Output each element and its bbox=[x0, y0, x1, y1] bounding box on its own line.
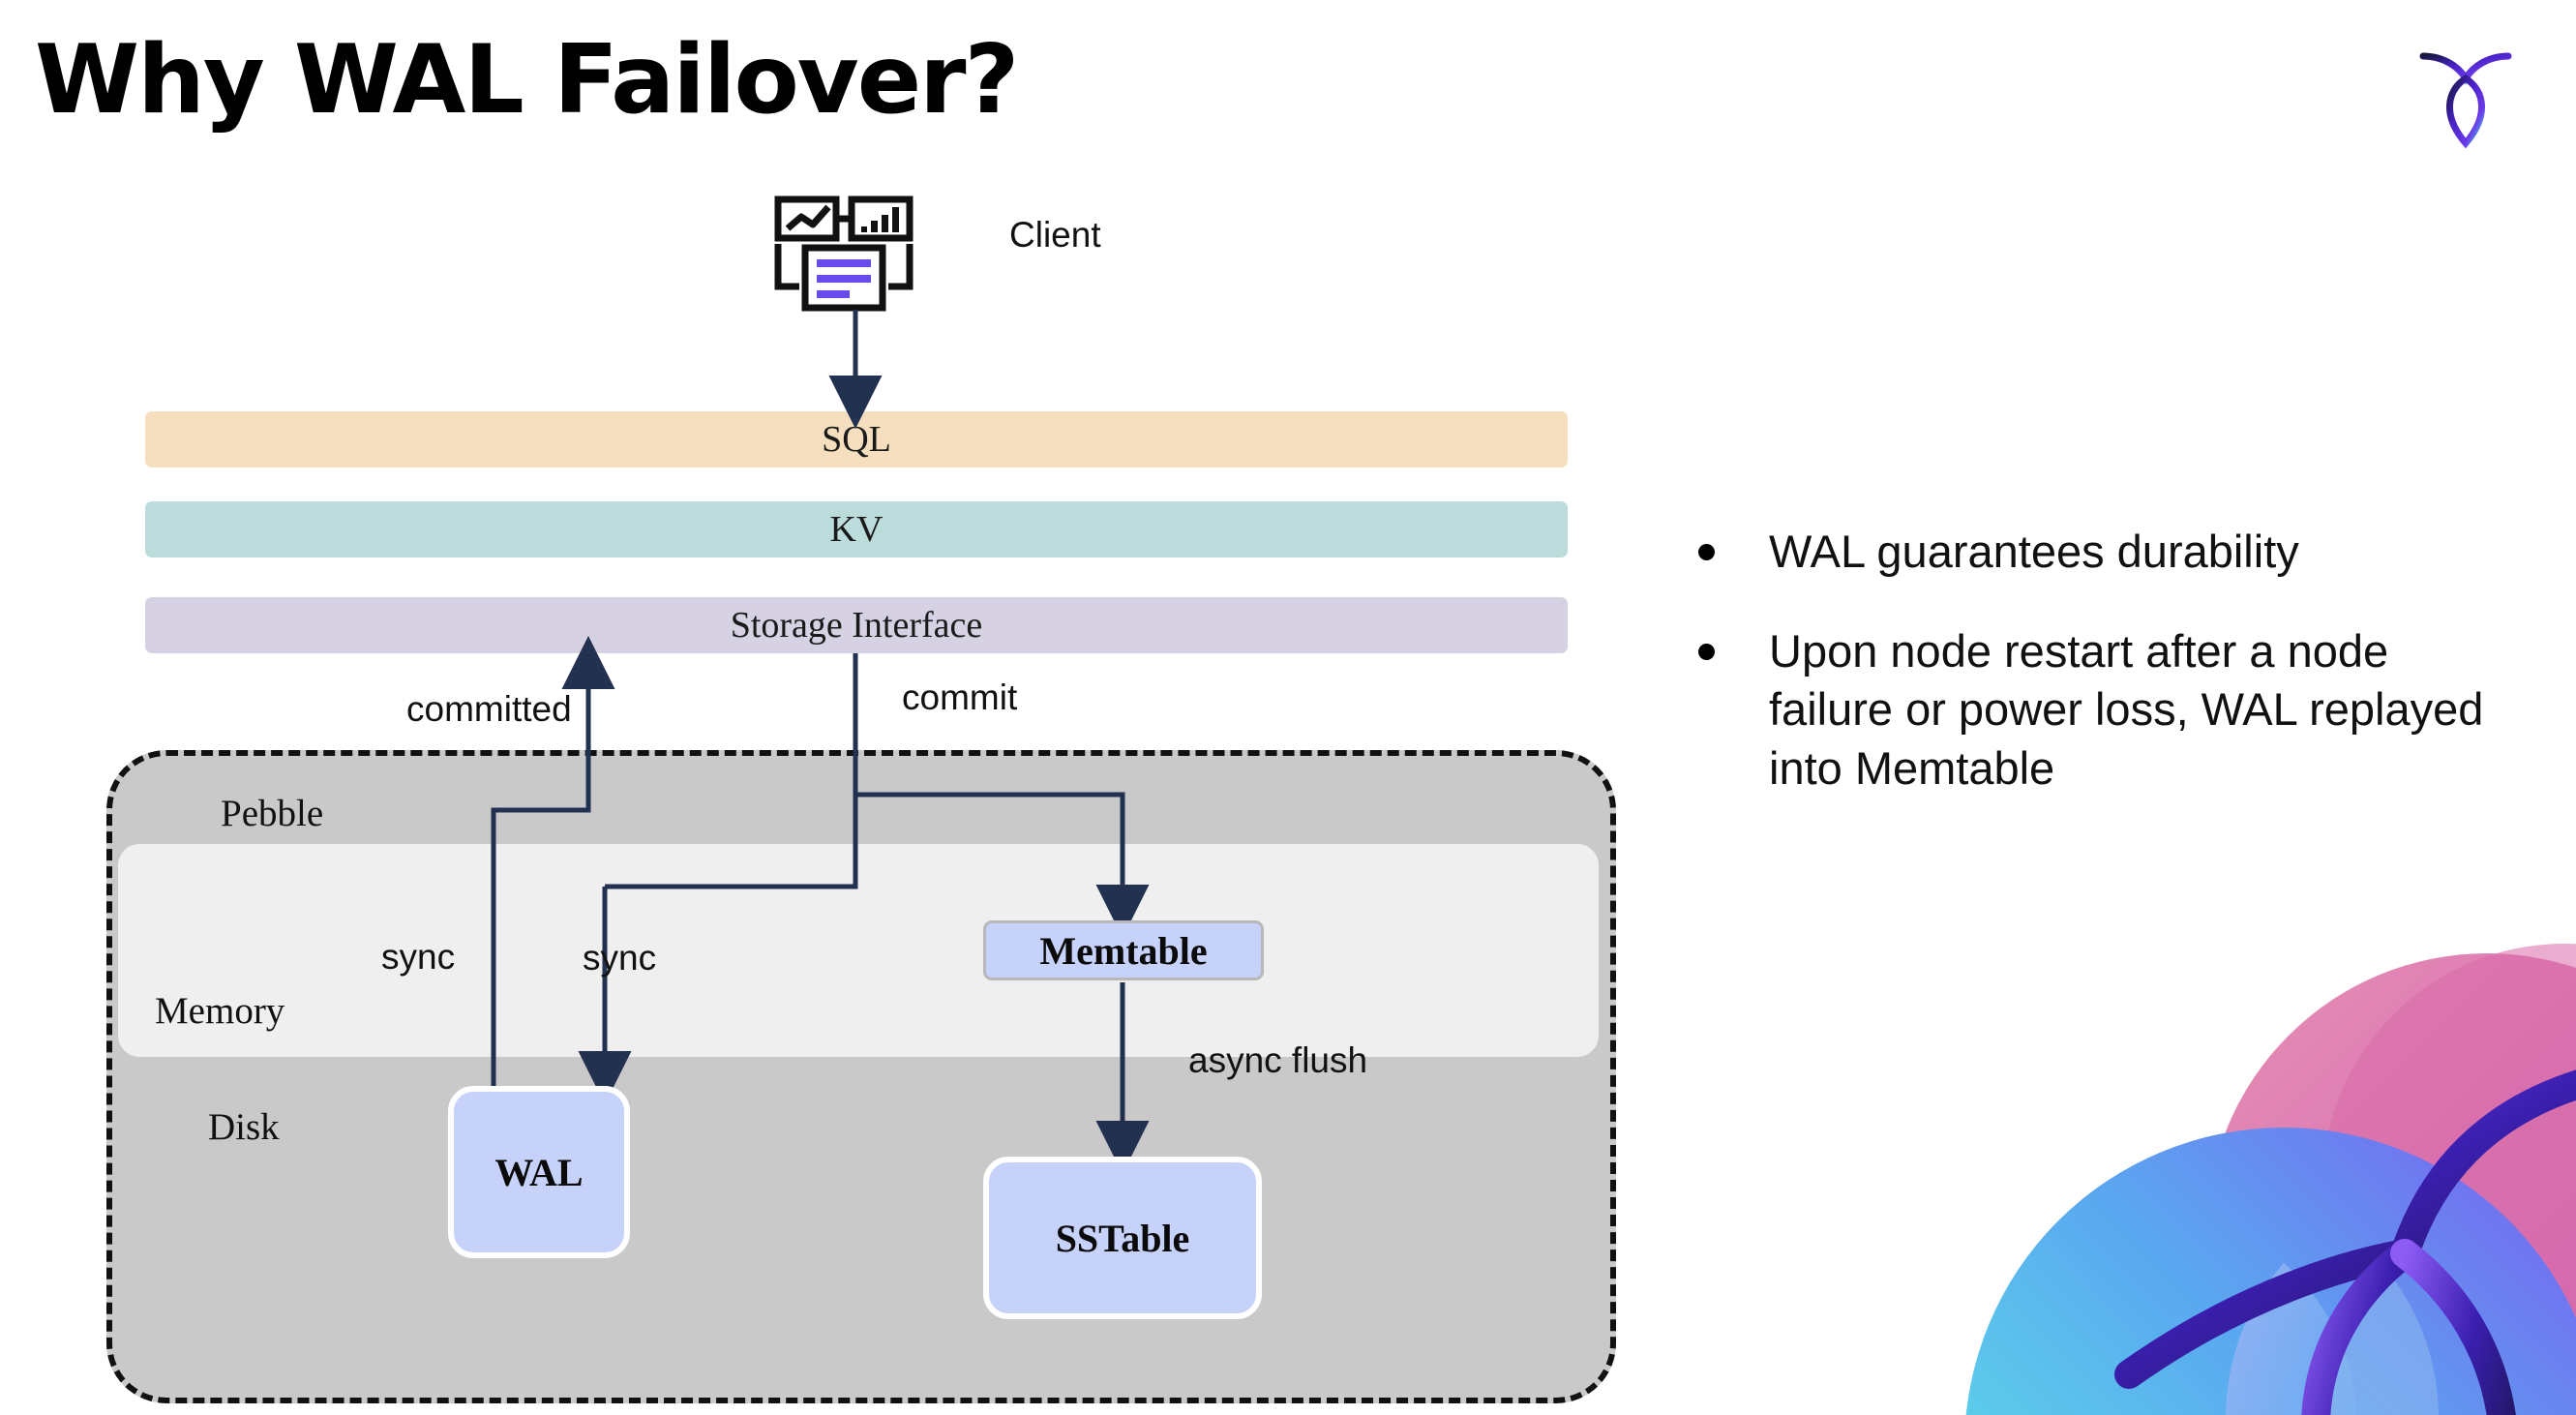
bullet-text: Upon node restart after a node failure o… bbox=[1769, 624, 2484, 794]
cockroach-labs-gradient-mark-icon bbox=[1964, 944, 2576, 1415]
memory-region bbox=[118, 844, 1599, 1057]
architecture-diagram: Client Pebble Memory Disk SQL KV Storage… bbox=[106, 194, 1616, 1403]
layer-bar-kv[interactable]: KV bbox=[145, 501, 1568, 557]
disk-label: Disk bbox=[208, 1106, 280, 1148]
bullet-text: WAL guarantees durability bbox=[1769, 526, 2299, 577]
page-title: Why WAL Failover? bbox=[35, 25, 1019, 135]
node-memtable[interactable]: Memtable bbox=[983, 920, 1264, 980]
diagram-edges bbox=[491, 310, 1150, 1174]
node-sstable[interactable]: SSTable bbox=[983, 1157, 1262, 1319]
cockroach-labs-logo-icon bbox=[2408, 35, 2524, 151]
client-dashboard-icon bbox=[774, 194, 929, 319]
list-item: Upon node restart after a node failure o… bbox=[1698, 622, 2501, 798]
client-label: Client bbox=[1009, 215, 1101, 255]
bullet-dot-icon bbox=[1698, 643, 1715, 660]
edge-label-sync-right: sync bbox=[583, 938, 657, 978]
edge-label-async-flush: async flush bbox=[1188, 1040, 1368, 1080]
list-item: WAL guarantees durability bbox=[1698, 523, 2501, 582]
node-wal[interactable]: WAL bbox=[448, 1086, 630, 1258]
layer-bar-storage-interface[interactable]: Storage Interface bbox=[145, 597, 1568, 653]
bullet-list: WAL guarantees durability Upon node rest… bbox=[1698, 523, 2501, 839]
edge-label-commit: commit bbox=[902, 677, 1018, 717]
bullet-dot-icon bbox=[1698, 544, 1715, 560]
edge-label-committed: committed bbox=[406, 689, 572, 729]
pebble-label: Pebble bbox=[221, 793, 324, 834]
memory-label: Memory bbox=[155, 990, 285, 1032]
edge-label-sync-left: sync bbox=[381, 937, 456, 977]
